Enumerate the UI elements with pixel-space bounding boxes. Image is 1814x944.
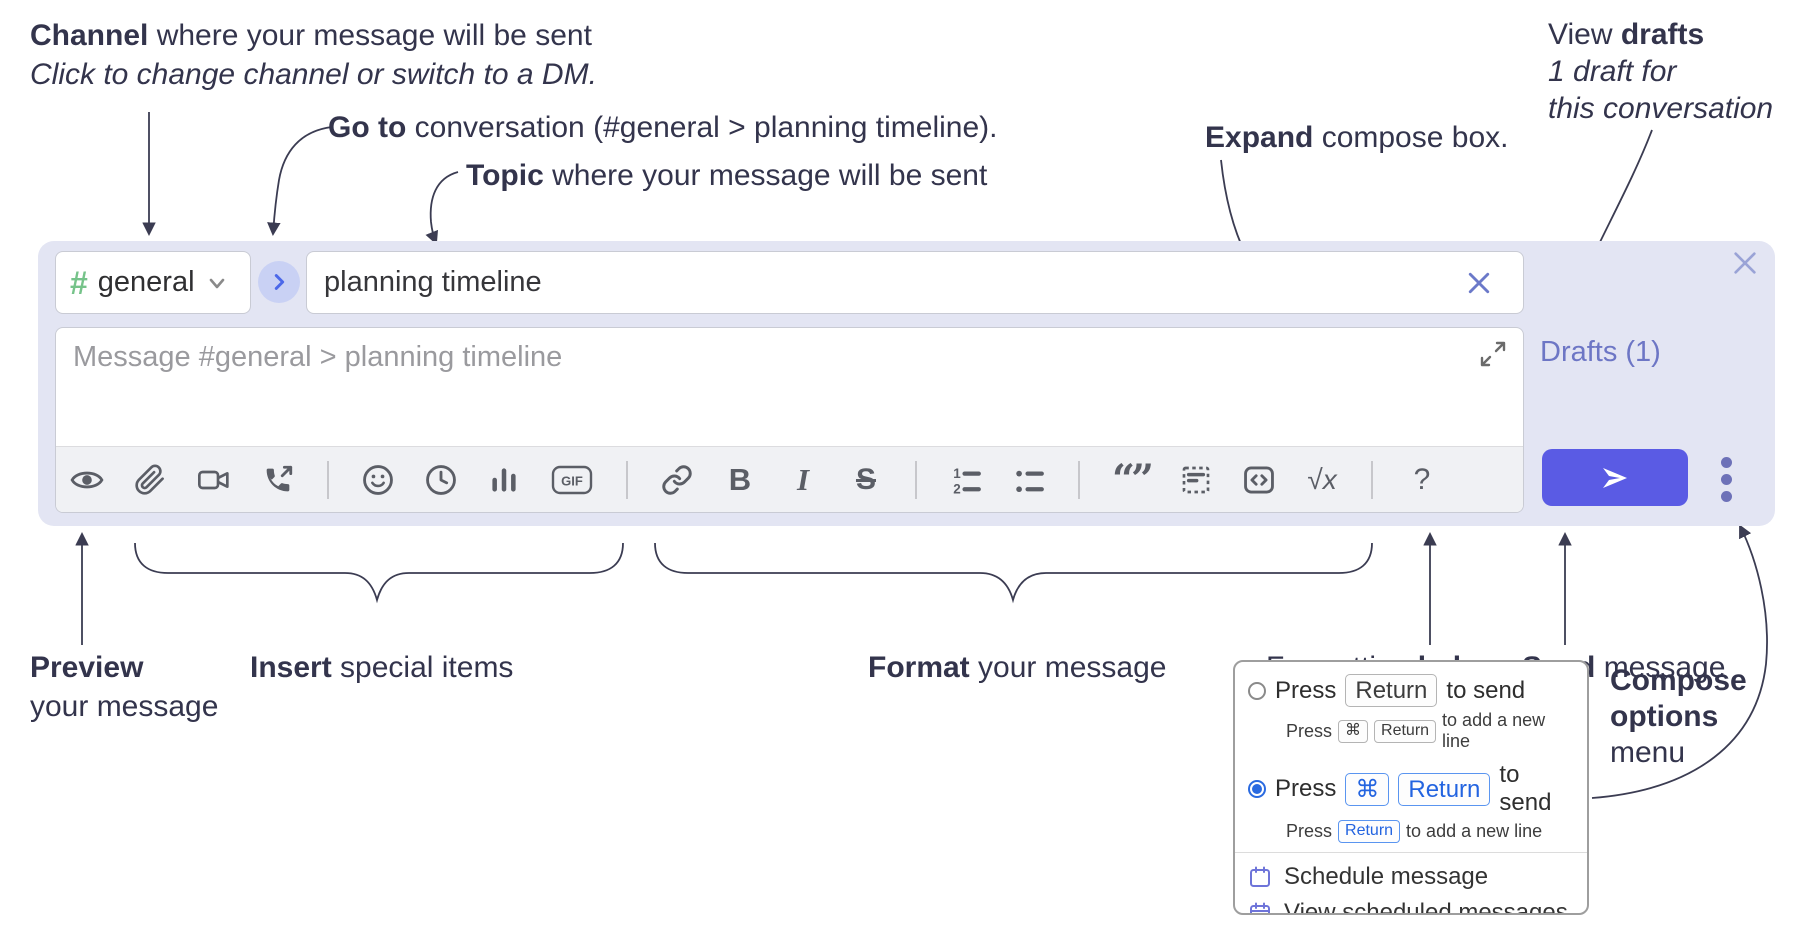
close-compose-button[interactable]: [1727, 245, 1763, 281]
expand-annotation: Expand compose box.: [1205, 121, 1509, 154]
video-call-button[interactable]: [196, 460, 232, 500]
topic-pointer-line: [425, 171, 459, 245]
svg-text:1: 1: [953, 465, 961, 480]
time-button[interactable]: [424, 460, 458, 500]
bold-button[interactable]: B: [728, 461, 752, 497]
option-enter-to-send-hint: Press ⌘ Return to add a new line: [1286, 710, 1546, 752]
quote-button[interactable]: “”: [1112, 455, 1154, 503]
compose-options-button[interactable]: [1712, 452, 1740, 506]
numbered-list-icon: 1 2: [953, 465, 981, 496]
paperclip-icon: [135, 464, 164, 495]
send-icon: [1603, 467, 1627, 488]
toolbar-divider: [327, 460, 329, 499]
voice-call-button[interactable]: [261, 460, 295, 500]
option-cmd-enter-to-send[interactable]: Press ⌘ Return to send: [1235, 752, 1587, 817]
calendar-grid-icon: [1250, 902, 1270, 913]
gif-button[interactable]: GIF: [550, 460, 594, 500]
link-button[interactable]: [660, 460, 694, 500]
math-button[interactable]: √x: [1307, 463, 1337, 495]
spoiler-icon: [1182, 466, 1210, 493]
insert-brace: [134, 542, 624, 604]
radio-unselected-icon[interactable]: [1248, 681, 1266, 700]
channel-annotation: Channel where your message will be sent …: [30, 19, 597, 91]
option-enter-to-send[interactable]: Press Return to send: [1235, 671, 1587, 708]
eye-icon: [70, 471, 104, 488]
ellipsis-dot: [1720, 490, 1732, 502]
bar-chart-icon: [492, 467, 516, 492]
message-input[interactable]: Message #general > planning timeline: [73, 341, 563, 373]
send-button[interactable]: [1542, 449, 1688, 506]
preview-button[interactable]: [70, 460, 104, 500]
expand-icon: [1480, 341, 1506, 367]
chevron-right-icon: [274, 274, 285, 290]
goto-pointer-line: [267, 126, 333, 237]
smiley-icon: [363, 464, 393, 495]
link-icon: [662, 464, 692, 495]
key-return: Return: [1398, 772, 1491, 806]
key-cmd: ⌘: [1338, 719, 1369, 743]
toolbar-divider: [1078, 460, 1080, 499]
expand-compose-button[interactable]: [1477, 338, 1509, 370]
key-cmd: ⌘: [1345, 772, 1390, 806]
channel-selector[interactable]: # general: [55, 251, 251, 314]
key-return: Return: [1338, 820, 1401, 843]
code-icon: [1244, 466, 1274, 493]
key-return: Return: [1374, 719, 1437, 743]
compose-options-menu: Press Return to send Press ⌘ Return to a…: [1233, 660, 1589, 915]
phone-outgoing-icon: [266, 465, 293, 491]
italic-button[interactable]: I: [796, 461, 810, 497]
menu-item-view-scheduled-messages[interactable]: View scheduled messages: [1235, 895, 1587, 913]
preview-annotation: Preview your message: [30, 651, 219, 723]
message-formatting-help-button[interactable]: ?: [1413, 462, 1431, 496]
calendar-icon: [1250, 866, 1270, 887]
clock-icon: [426, 464, 456, 495]
emoji-button[interactable]: [361, 460, 395, 500]
gif-icon: GIF: [551, 465, 593, 494]
spoiler-button[interactable]: [1179, 460, 1213, 500]
toolbar-divider: [915, 460, 917, 499]
view-drafts-annotation: View drafts 1 draft for this conversatio…: [1548, 18, 1774, 125]
goto-annotation: Go to conversation (#general > planning …: [328, 111, 998, 144]
menu-divider: [1235, 851, 1587, 853]
attach-file-button[interactable]: [133, 460, 167, 500]
close-icon: [1734, 252, 1756, 274]
code-button[interactable]: [1242, 460, 1276, 500]
numbered-list-button[interactable]: 1 2: [949, 460, 983, 500]
format-brace: [654, 542, 1373, 604]
poll-button[interactable]: [487, 460, 521, 500]
topic-annotation: Topic where your message will be sent: [466, 159, 988, 192]
toolbar-divider: [626, 460, 628, 499]
bulleted-list-icon: [1016, 470, 1044, 492]
channel-hash-icon: #: [70, 264, 88, 301]
strikethrough-button[interactable]: S: [855, 462, 876, 496]
ellipsis-dot: [1720, 456, 1732, 468]
compose-options-annotation: Compose options menu: [1610, 664, 1747, 769]
compose-toolbar: GIF B I S 1 2: [56, 446, 1523, 512]
chevron-down-icon: [209, 278, 224, 288]
bulleted-list-button[interactable]: [1012, 460, 1046, 500]
go-to-conversation-button[interactable]: [258, 261, 300, 303]
option-cmd-enter-to-send-hint: Press Return to add a new line: [1286, 820, 1543, 843]
drafts-link[interactable]: Drafts (1): [1540, 336, 1661, 368]
format-annotation: Format your message: [868, 651, 1167, 684]
svg-text:2: 2: [953, 481, 960, 496]
radio-selected-icon[interactable]: [1248, 780, 1266, 799]
video-camera-icon: [198, 470, 229, 489]
toolbar-divider: [1371, 460, 1374, 499]
key-return: Return: [1345, 674, 1438, 708]
insert-annotation: Insert special items: [250, 651, 514, 684]
clear-topic-button[interactable]: [1462, 266, 1496, 300]
topic-input[interactable]: [306, 251, 1524, 314]
ellipsis-dot: [1720, 473, 1732, 485]
menu-item-schedule-message[interactable]: Schedule message: [1235, 859, 1587, 895]
channel-name: general: [97, 266, 195, 298]
close-icon: [1468, 272, 1490, 294]
svg-text:GIF: GIF: [561, 473, 583, 488]
message-compose-area: Message #general > planning timeline: [55, 327, 1524, 513]
